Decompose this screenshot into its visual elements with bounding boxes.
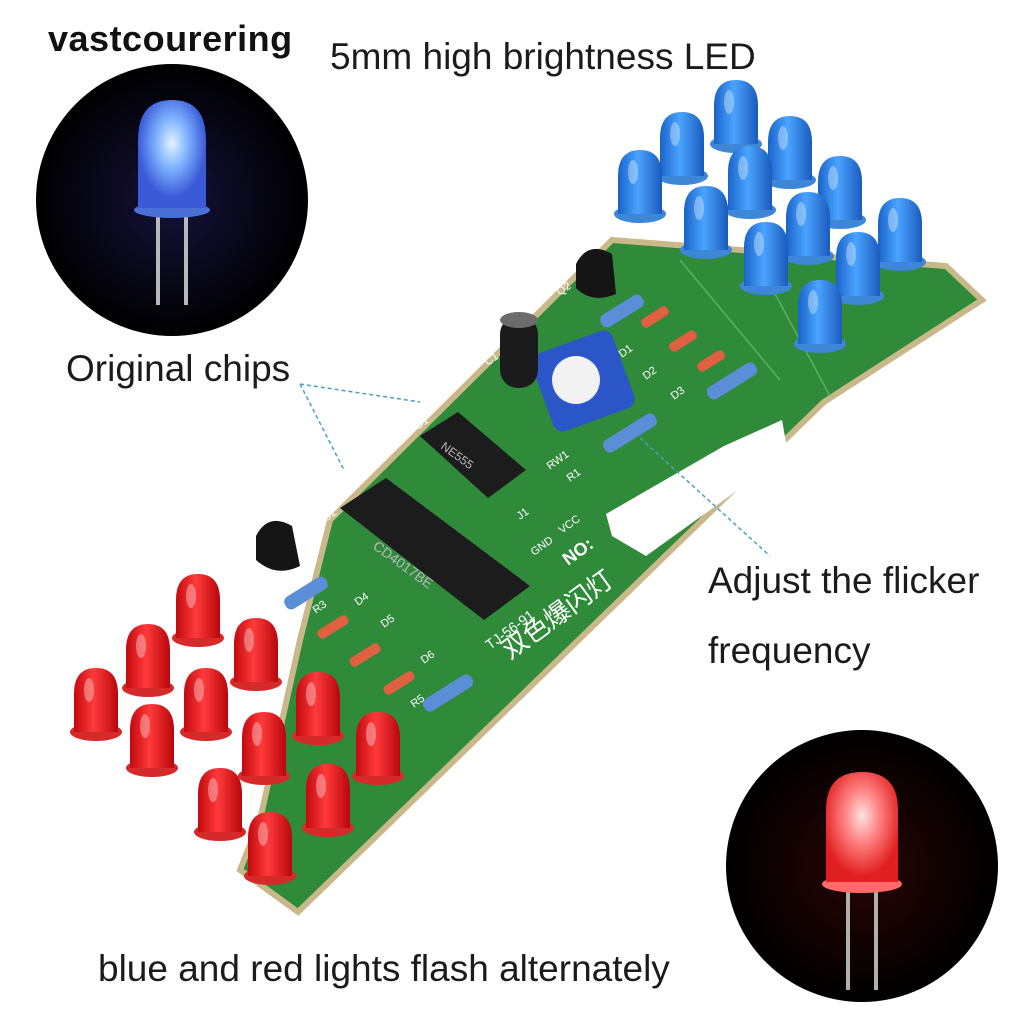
potentiometer — [531, 330, 635, 432]
blue-led-inset — [36, 64, 308, 336]
blue-led — [874, 198, 926, 271]
red-led — [172, 574, 224, 647]
caption-adjust: Adjust the flicker — [708, 560, 980, 601]
blue-led — [794, 280, 846, 353]
red-led — [230, 618, 282, 691]
blue-led — [764, 116, 816, 189]
resistors — [284, 294, 758, 712]
red-led — [122, 624, 174, 697]
red-led — [302, 764, 354, 837]
diodes — [317, 306, 725, 695]
red-led — [244, 812, 296, 885]
label-q1: Q1 — [295, 504, 314, 522]
transistors — [256, 248, 616, 571]
label-j1: J1 — [515, 506, 531, 523]
blue-led — [656, 112, 708, 185]
caption-chips: Original chips — [66, 348, 291, 389]
blue-led — [782, 192, 834, 265]
label-area — [606, 420, 788, 556]
red-led — [292, 672, 344, 745]
red-led-cluster — [70, 574, 404, 885]
red-led — [180, 668, 232, 741]
red-led-inset — [726, 730, 998, 1002]
blue-led — [680, 186, 732, 259]
blue-led — [724, 146, 776, 219]
red-led — [352, 712, 404, 785]
caption-led-spec: 5mm high brightness LED — [330, 36, 756, 77]
callout-lines — [299, 383, 771, 557]
capacitor — [500, 312, 538, 388]
caption-frequency: frequency — [708, 630, 871, 671]
red-led — [194, 768, 246, 841]
caption-flash: blue and red lights flash alternately — [98, 948, 670, 989]
red-led — [70, 668, 122, 741]
blue-led — [832, 232, 884, 305]
watermark: vastcourering — [48, 18, 293, 59]
red-led — [126, 704, 178, 777]
blue-led — [740, 222, 792, 295]
blue-led — [614, 150, 666, 223]
red-led — [238, 712, 290, 785]
blue-led — [710, 80, 762, 153]
blue-led-cluster — [614, 80, 926, 353]
